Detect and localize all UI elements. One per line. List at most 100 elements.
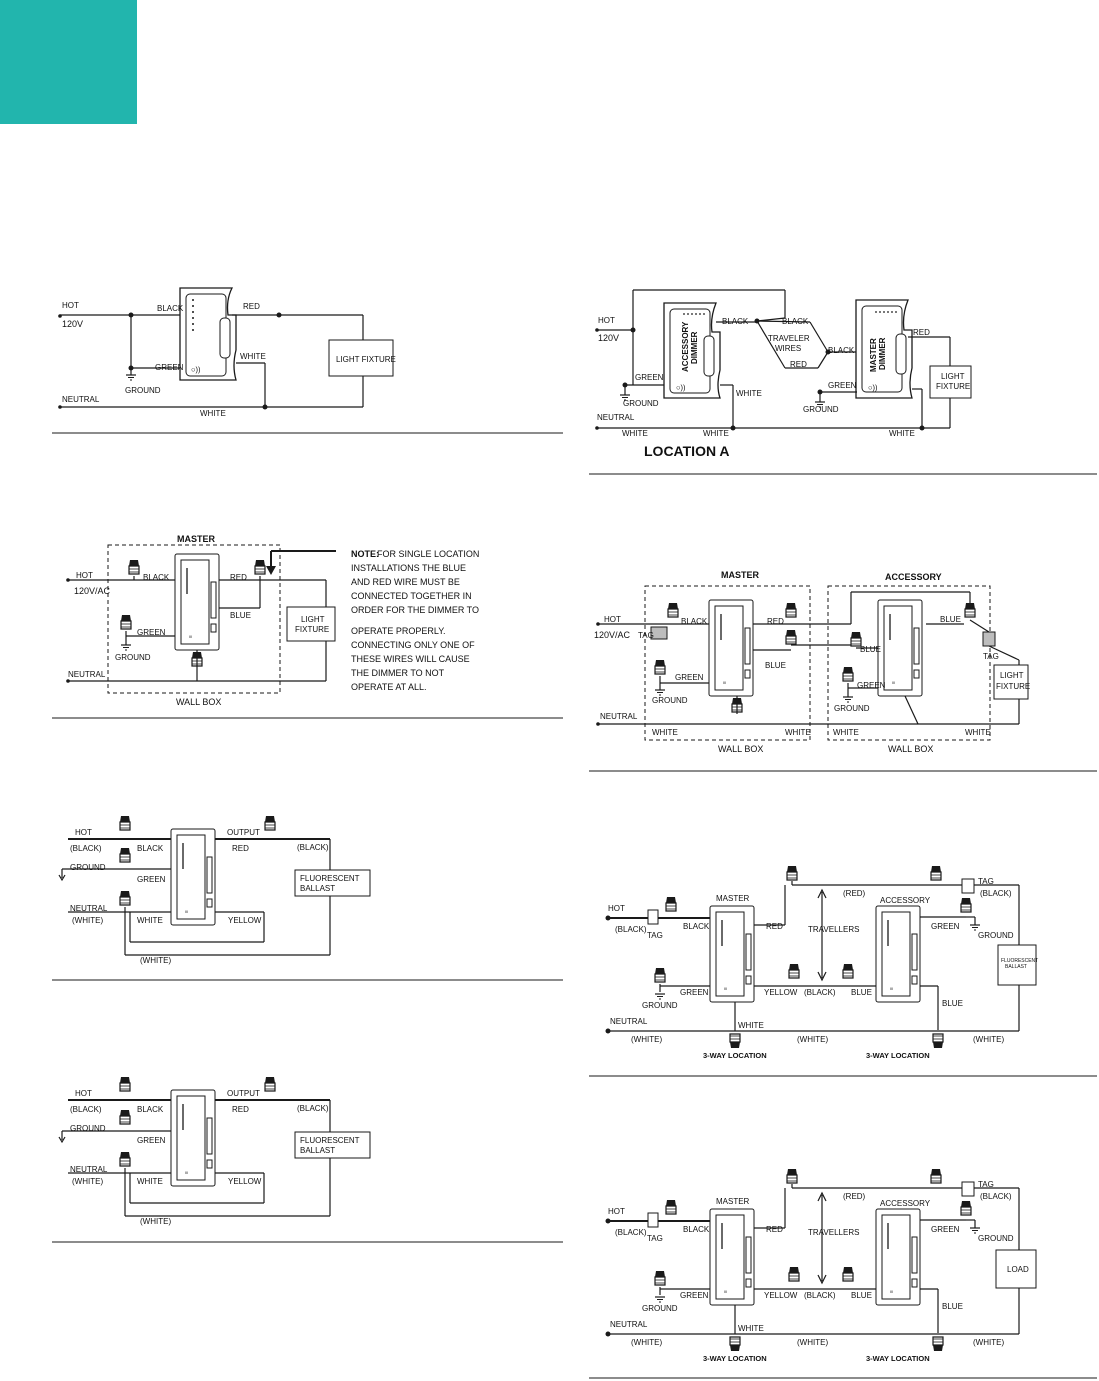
hot-label: HOT [608,1207,625,1216]
ballast-label-2: BALLAST [300,1146,335,1155]
black-wire-label: BLACK [157,304,184,313]
accessory-label-2: DIMMER [690,331,699,364]
output-label: OUTPUT [227,828,260,837]
blue-wire-label: BLUE [942,999,963,1008]
output-color-label: (BLACK) [297,843,329,852]
tag-label: TAG [983,652,999,661]
yellow-wire-label: YELLOW [228,916,262,925]
red-wire-label: RED [767,617,784,626]
note-line: THESE WIRES WILL CAUSE [351,654,470,664]
tag [647,1212,659,1228]
white-color-label: (WHITE) [797,1338,828,1347]
yellow-wire-label: YELLOW [764,1291,798,1300]
neutral-label: NEUTRAL [597,413,635,422]
location-label: 3-WAY LOCATION [866,1051,930,1060]
green-wire-label: GREEN [680,1291,709,1300]
accessory-label-1: ACCESSORY [681,321,690,372]
black-wire-label: BLACK [782,317,809,326]
ground-label: GROUND [978,931,1014,940]
black-wire-label: BLACK [681,617,708,626]
master-title: MASTER [721,570,760,580]
note-line: THE DIMMER TO NOT [351,668,445,678]
white-wire-label: WHITE [738,1021,764,1030]
blue-wire-label: BLUE [940,615,961,624]
hot-label: HOT [75,1089,92,1098]
travellers-label: TRAVELLERS [808,1228,859,1237]
white-wire-label: WHITE [137,916,163,925]
fixture-label-1: LIGHT [1000,671,1024,680]
green-wire-label: GREEN [635,373,664,382]
output-label: OUTPUT [227,1089,260,1098]
master-title: MASTER [716,894,750,903]
note-line: FOR SINGLE LOCATION [377,549,479,559]
white-wire-label: WHITE [137,1177,163,1186]
ground-label: GROUND [125,386,161,395]
green-wire-label: GREEN [931,1225,960,1234]
black-wire-label: BLACK [722,317,749,326]
traveler-label-1: TRAVELER [768,334,810,343]
fluorescent-ballast [997,944,1037,986]
green-wire-label: GREEN [857,681,886,690]
white-wire-label: WHITE [703,429,729,438]
fixture-label-1: LIGHT [941,372,965,381]
red-wire-label: RED [766,1225,783,1234]
green-wire-label: GREEN [828,381,857,390]
note-label: NOTE: [351,549,379,559]
note-line: CONNECTED TOGETHER IN [351,591,472,601]
ground-label: GROUND [978,1234,1014,1243]
wall-box-label: WALL BOX [718,744,763,754]
brand-color-block [0,0,137,124]
diagram-single-pole: ○)) LIGHT FIXTURE HOT 120V BLACK RED WHI… [58,287,396,418]
blue-wire-label: BLUE [851,988,872,997]
ground-label: GROUND [642,1001,678,1010]
light-fixture [929,365,972,399]
green-wire-label: GREEN [155,363,184,372]
hot-label: HOT [62,301,79,310]
hot-label: HOT [76,571,93,580]
tag [647,909,659,925]
diagram-3way-fluorescent: FLUORESCENT BALLAST (RED) TA [605,865,1038,1060]
travellers-label: TRAVELLERS [808,925,859,934]
ground-label: GROUND [803,405,839,414]
green-wire-label: GREEN [931,922,960,931]
red-wire-label: RED [232,1105,249,1114]
light-fixture [328,339,394,377]
master-label-2: DIMMER [878,337,887,370]
white-color-label: (WHITE) [797,1035,828,1044]
red-wire-label: RED [913,328,930,337]
ground-label: GROUND [834,704,870,713]
location-label: 3-WAY LOCATION [703,1354,767,1363]
ground-label: GROUND [115,653,151,662]
red-wire-label: RED [790,360,807,369]
ground-label: GROUND [70,1124,106,1133]
white-wire-label: WHITE [785,728,811,737]
green-wire-label: GREEN [680,988,709,997]
neutral-label: NEUTRAL [62,395,100,404]
neutral-label: NEUTRAL [610,1017,648,1026]
master-label-1: MASTER [869,338,878,372]
tag [961,1181,975,1197]
load-label: LOAD [1007,1265,1029,1274]
hot-color-label: (BLACK) [70,844,102,853]
black-wire-label: BLACK [828,346,855,355]
neutral-label: NEUTRAL [70,904,108,913]
black-color-label: (BLACK) [980,889,1012,898]
note-line: AND RED WIRE MUST BE [351,577,460,587]
note: NOTE: FOR SINGLE LOCATION INSTALLATIONS … [351,549,479,692]
accessory-title: ACCESSORY [885,572,942,582]
ballast-label-2: BALLAST [1005,964,1027,970]
fluorescent-ballast [294,1131,371,1159]
black-color-label: (BLACK) [804,988,836,997]
neutral-label: NEUTRAL [70,1165,108,1174]
svg-text:○)): ○)) [191,365,201,374]
red-color-label: (RED) [843,889,866,898]
location-title: LOCATION A [644,443,730,459]
red-wire-label: RED [766,922,783,931]
tag-label: TAG [647,931,663,940]
diagram-3way-load: LOAD (RED) TAG (BLACK) M [605,1168,1037,1363]
tag-label: TAG [978,877,994,886]
tag [982,631,996,647]
fixture-label-1: LIGHT [301,615,325,624]
neutral-color-label: (WHITE) [72,916,103,925]
